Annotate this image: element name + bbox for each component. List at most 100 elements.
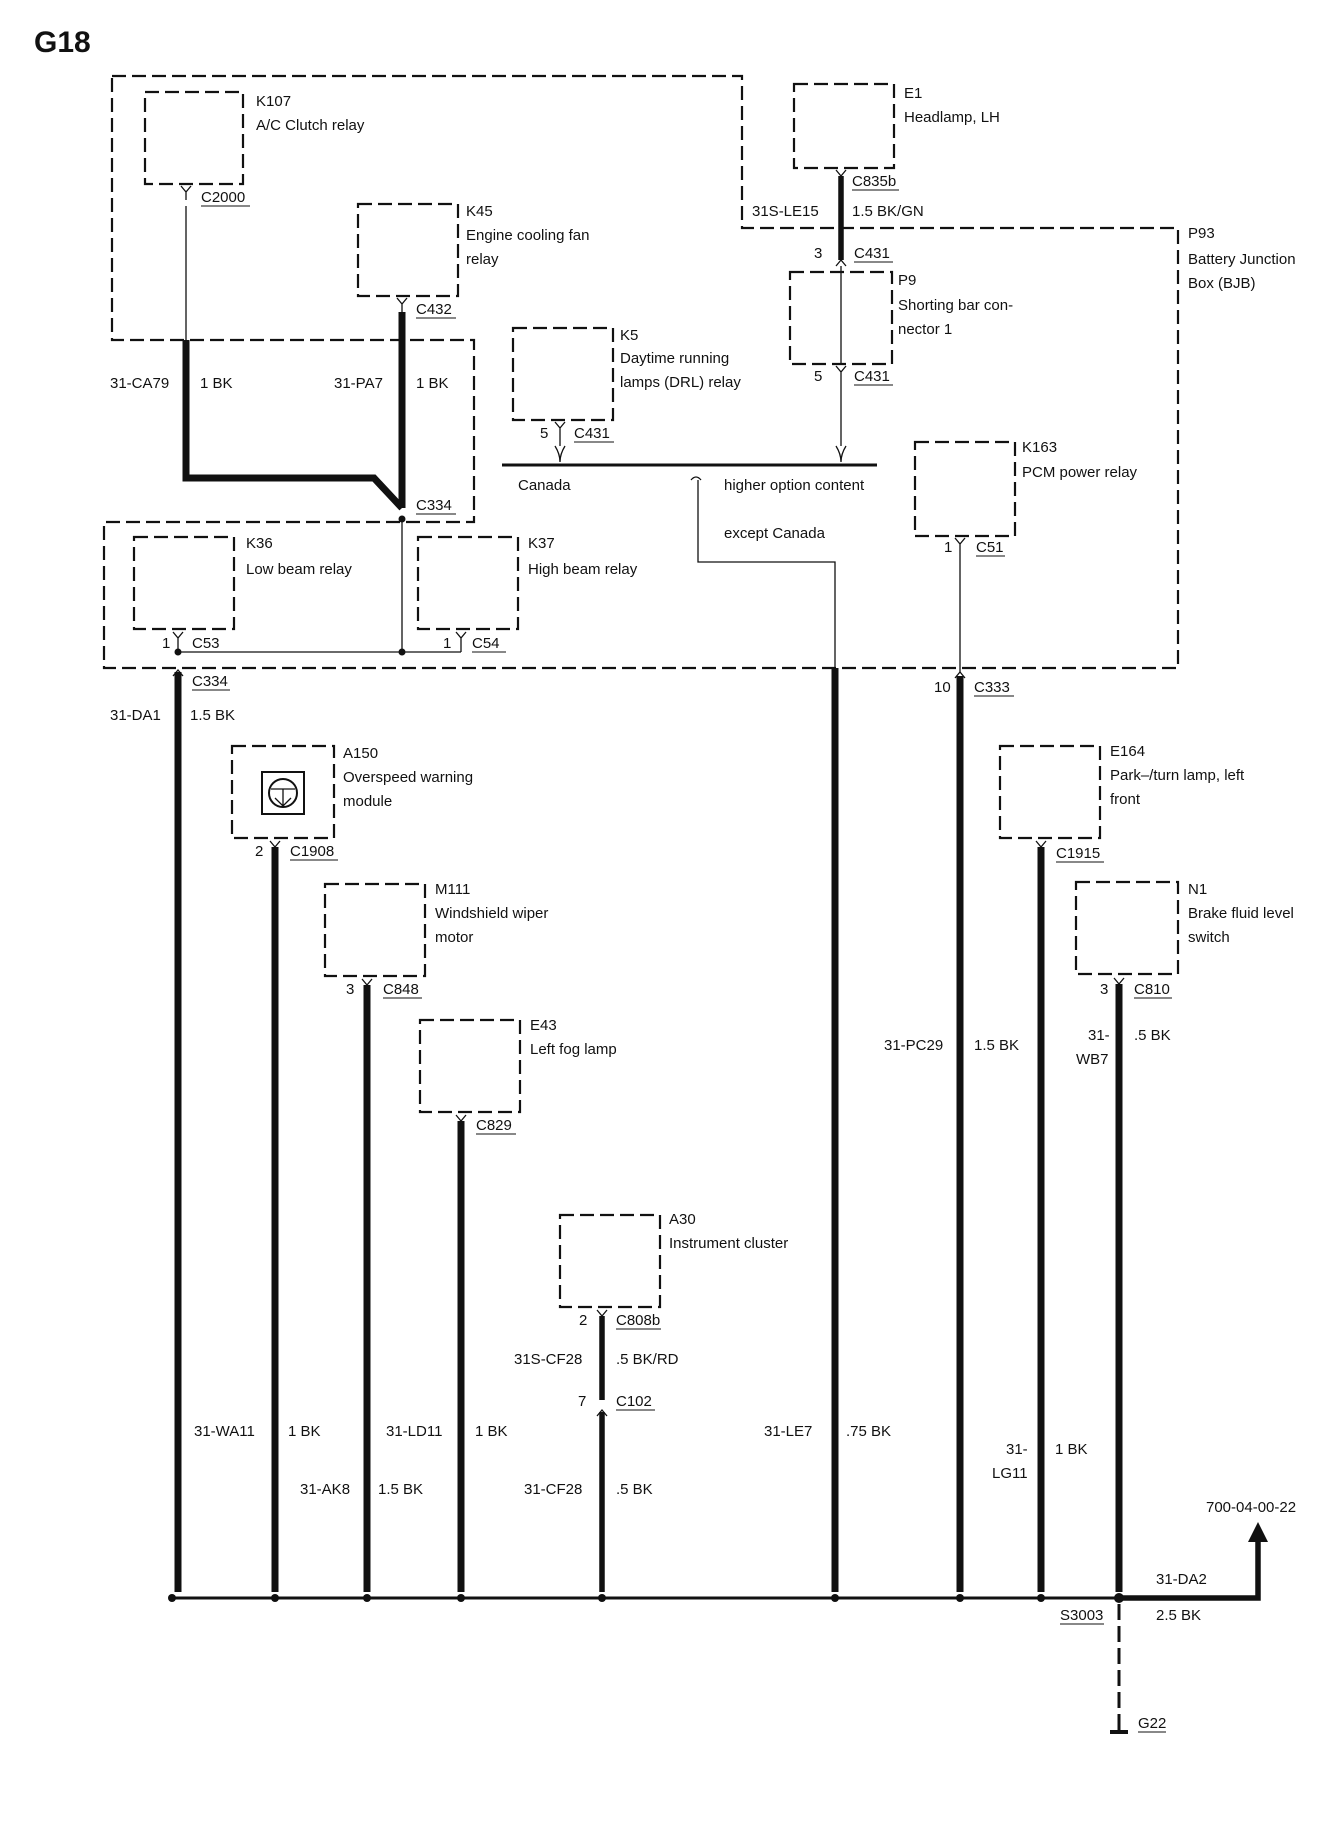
e1-id: E1 — [904, 85, 922, 102]
c835b-label: C835b — [852, 173, 896, 190]
bjb-outline — [102, 74, 1180, 670]
n1-name-line2: switch — [1188, 929, 1230, 946]
k36-low-beam-relay: K36 Low beam relay 1 C53 — [132, 535, 352, 653]
cf28-spec: .5 BK — [616, 1481, 653, 1498]
p9-id: P9 — [898, 272, 916, 289]
ak8-circuit: 31-AK8 — [300, 1481, 350, 1498]
da1-circuit: 31-DA1 — [110, 707, 161, 724]
c51-label: C51 — [976, 539, 1004, 556]
k45-name-line2: relay — [466, 251, 499, 268]
m111-name-line2: motor — [435, 929, 473, 946]
c848-label: C848 — [383, 981, 419, 998]
pa7-circuit: 31-PA7 — [334, 375, 383, 392]
c334-top-label: C334 — [416, 497, 452, 514]
a150-id: A150 — [343, 745, 378, 762]
a150-name-line2: module — [343, 793, 392, 810]
m111-name-line1: Windshield wiper — [435, 905, 548, 922]
a150-overspeed-module: A150 Overspeed warning module 2 C1908 — [230, 744, 473, 861]
c334-bottom-label: C334 — [192, 673, 228, 690]
da2-circuit: 31-DA2 — [1156, 1571, 1207, 1588]
m111-pin: 3 — [346, 981, 354, 998]
c431-top-label: C431 — [854, 245, 890, 262]
wa11-spec: 1 BK — [288, 1423, 321, 1440]
c102-label: C102 — [616, 1393, 652, 1410]
k45-cooling-fan-relay: K45 Engine cooling fan relay C432 — [356, 202, 589, 319]
n1-id: N1 — [1188, 881, 1207, 898]
p93-id: P93 — [1188, 225, 1215, 242]
da2-spec: 2.5 BK — [1156, 1607, 1201, 1624]
k45-name-line1: Engine cooling fan — [466, 227, 589, 244]
arrow-up-icon — [1248, 1522, 1268, 1542]
p93-name-line2: Box (BJB) — [1188, 275, 1256, 292]
k37-name: High beam relay — [528, 561, 638, 578]
c102-pin: 7 — [578, 1393, 586, 1410]
e1-headlamp-lh: E1 Headlamp, LH C835b — [792, 82, 1000, 191]
g22-label: G22 — [1138, 1715, 1166, 1732]
n1-brake-fluid-switch: N1 Brake fluid level switch 3 C810 — [1074, 880, 1294, 999]
cf28-circuit: 31-CF28 — [524, 1481, 582, 1498]
ak8-spec: 1.5 BK — [378, 1481, 423, 1498]
da1-spec: 1.5 BK — [190, 707, 235, 724]
k107-name: A/C Clutch relay — [256, 117, 365, 134]
s3003-label: S3003 — [1060, 1607, 1103, 1624]
c1908-label: C1908 — [290, 843, 334, 860]
k5-id: K5 — [620, 327, 638, 344]
ca79-circuit: 31-CA79 — [110, 375, 169, 392]
pc29-circuit: 31-PC29 — [884, 1037, 943, 1054]
p9-name-line1: Shorting bar con- — [898, 297, 1013, 314]
figure-code: 700-04-00-22 — [1206, 1499, 1296, 1516]
c829-label: C829 — [476, 1117, 512, 1134]
k37-pin: 1 — [443, 635, 451, 652]
c1915-label: C1915 — [1056, 845, 1100, 862]
k163-pin: 1 — [944, 539, 952, 556]
k37-id: K37 — [528, 535, 555, 552]
ca79-spec: 1 BK — [200, 375, 233, 392]
k163-id: K163 — [1022, 439, 1057, 456]
wire-da2 — [1119, 1540, 1261, 1601]
k107-id: K107 — [256, 93, 291, 110]
k163-name: PCM power relay — [1022, 464, 1138, 481]
p9-pin-top: 3 — [814, 245, 822, 262]
le7-circuit: 31-LE7 — [764, 1423, 812, 1440]
module-icon — [268, 778, 298, 808]
pc29-spec: 1.5 BK — [974, 1037, 1019, 1054]
k5-name-line2: lamps (DRL) relay — [620, 374, 741, 391]
c333-pin: 10 — [934, 679, 951, 696]
module-icon-detail — [271, 788, 295, 807]
wire-ca79 — [182, 340, 405, 511]
k163-pcm-power-relay: K163 PCM power relay 1 C51 — [913, 439, 1138, 672]
e43-name: Left fog lamp — [530, 1041, 617, 1058]
wb7-circuit-line2: WB7 — [1076, 1051, 1109, 1068]
c432-label: C432 — [416, 301, 452, 318]
wb7-circuit-line1: 31- — [1088, 1027, 1110, 1044]
m111-id: M111 — [435, 881, 470, 898]
e164-name-line2: front — [1110, 791, 1141, 808]
n1-name-line1: Brake fluid level — [1188, 905, 1294, 922]
wb7-spec: .5 BK — [1134, 1027, 1171, 1044]
pa7-spec: 1 BK — [416, 375, 449, 392]
k36-name: Low beam relay — [246, 561, 352, 578]
le15-spec: 1.5 BK/GN — [852, 203, 924, 220]
option-canada: Canada — [518, 477, 571, 494]
p93-name-line1: Battery Junction — [1188, 251, 1296, 268]
option-higher-content: higher option content — [724, 477, 865, 494]
a150-pin: 2 — [255, 843, 263, 860]
k36-id: K36 — [246, 535, 273, 552]
c810-label: C810 — [1134, 981, 1170, 998]
e164-name-line1: Park–/turn lamp, left — [1110, 767, 1245, 784]
m111-wiper-motor: M111 Windshield wiper motor 3 C848 — [323, 881, 548, 999]
k37-high-beam-relay: K37 High beam relay 1 C54 — [416, 535, 638, 653]
le15-circuit: 31S-LE15 — [752, 203, 819, 220]
k5-name-line1: Daytime running — [620, 350, 729, 367]
lg11-circuit-line2: LG11 — [992, 1465, 1028, 1482]
wa11-circuit: 31-WA11 — [194, 1423, 255, 1440]
e43-id: E43 — [530, 1017, 557, 1034]
e164-park-turn-lamp: E164 Park–/turn lamp, left front C1915 — [998, 743, 1245, 863]
n1-pin: 3 — [1100, 981, 1108, 998]
k45-id: K45 — [466, 203, 493, 220]
cf28s-spec: .5 BK/RD — [616, 1351, 679, 1368]
c808b-label: C808b — [616, 1312, 660, 1329]
page-title: G18 — [34, 26, 91, 59]
lg11-circuit-line1: 31- — [1006, 1441, 1028, 1458]
